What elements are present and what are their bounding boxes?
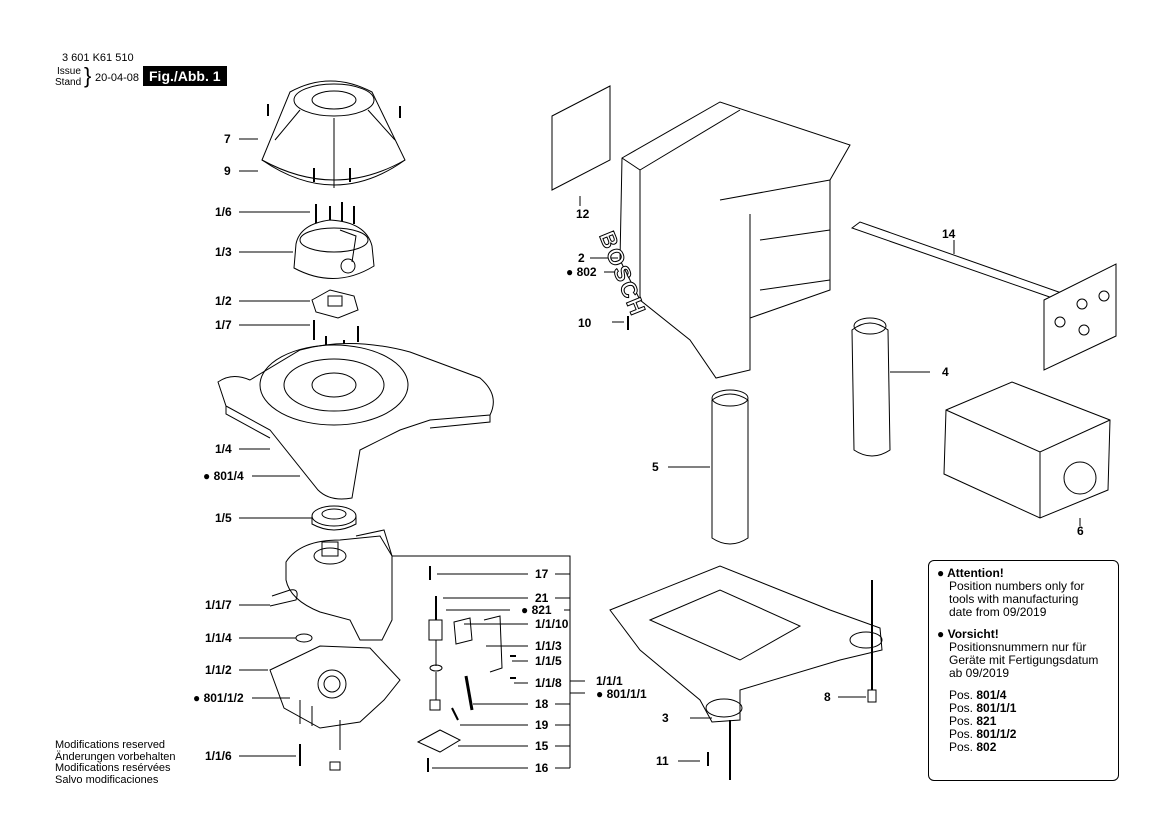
label-16: 16 [535,761,549,775]
label-1-1-4: 1/1/4 [205,631,232,645]
label-1-2: 1/2 [215,294,232,308]
label-9: 9 [224,164,231,178]
attention-note-box: ● Attention! Position numbers only for t… [928,560,1119,781]
vorsicht-line: Positionsnummern nur für [949,640,1087,654]
part-cap [293,219,375,279]
footer-line: Modifications reserved [55,739,166,751]
part-dome-cover [261,80,406,188]
label-6: 6 [1077,524,1084,538]
issue-date: 20-04-08 [95,72,140,84]
label-12: 12 [576,207,590,221]
part-motor-assembly [285,529,393,641]
attention-title: ● Attention! [937,566,1004,580]
label-821: ● 821 [521,603,552,617]
label-3: 3 [662,711,669,725]
part-ring [311,505,357,531]
label-1-3: 1/3 [215,245,232,259]
stand-label: Stand [55,77,82,88]
position-item: Pos. 801/4 [949,688,1007,702]
label-1-6: 1/6 [215,205,232,219]
vorsicht-title: ● Vorsicht! [937,627,999,641]
part-base-plate [217,342,494,500]
part-number: 3 601 K61 510 [62,52,134,64]
label-1-7: 1/7 [215,318,232,332]
label-17: 17 [535,567,549,581]
label-801-4: ● 801/4 [203,469,244,483]
issue-label: Issue [57,66,81,77]
label-18: 18 [535,697,549,711]
part-base-frame [609,565,883,723]
label-1-1-10: 1/1/10 [535,617,569,631]
attention-line: date from 09/2019 [949,605,1047,619]
label-1-1-8: 1/1/8 [535,676,562,690]
footer-line: Änderungen vorbehalten [55,750,176,763]
label-1-1-6: 1/1/6 [205,749,232,763]
footer-line: Salvo modificaciones [55,773,159,786]
position-item: Pos. 801/1/2 [949,727,1017,741]
label-2: 2 [578,251,585,265]
label-19: 19 [535,718,549,732]
part-mounting-bar [850,221,1117,371]
label-1-1-5: 1/1/5 [535,654,562,668]
label-1-1-7: 1/1/7 [205,598,232,612]
brace: } [84,63,92,88]
label-1-1-3: 1/1/3 [535,639,562,653]
label-14: 14 [942,227,956,241]
position-item: Pos. 801/1/1 [949,701,1017,715]
part-battery-box [943,381,1111,526]
label-21: 21 [535,591,549,605]
part-circuit-board [269,645,401,771]
position-item: Pos. 802 [949,740,997,754]
part-small-disc [311,289,359,319]
position-item: Pos. 821 [949,714,997,728]
label-10: 10 [578,316,592,330]
label-4: 4 [942,365,949,379]
label-1-5: 1/5 [215,511,232,525]
attention-line: tools with manufacturing [949,592,1079,606]
label-802: ● 802 [566,265,597,279]
vorsicht-line: Geräte mit Fertigungsdatum [949,653,1099,667]
part-battery-long [668,389,749,545]
label-7: 7 [224,132,231,146]
label-1-1-2: 1/1/2 [205,663,232,677]
label-5: 5 [652,460,659,474]
label-8: 8 [824,690,831,704]
label-801-1-1: ● 801/1/1 [596,687,647,701]
vorsicht-line: ab 09/2019 [949,666,1010,680]
part-housing [619,101,851,379]
label-11: 11 [656,754,669,768]
label-1-4: 1/4 [215,442,232,456]
part-battery [851,317,930,457]
modifications-notice: Modifications reserved Änderungen vorbeh… [55,739,176,786]
label-15: 15 [535,739,549,753]
figure-label: Fig./Abb. 1 [143,66,227,86]
label-801-1-2: ● 801/1/2 [193,691,244,705]
attention-line: Position numbers only for [949,579,1085,593]
footer-line: Modifications resérvées [55,762,171,774]
label-1-1-1: 1/1/1 [596,674,623,688]
positions-list: Pos. 801/4 Pos. 801/1/1 Pos. 821 Pos. 80… [937,689,1110,754]
